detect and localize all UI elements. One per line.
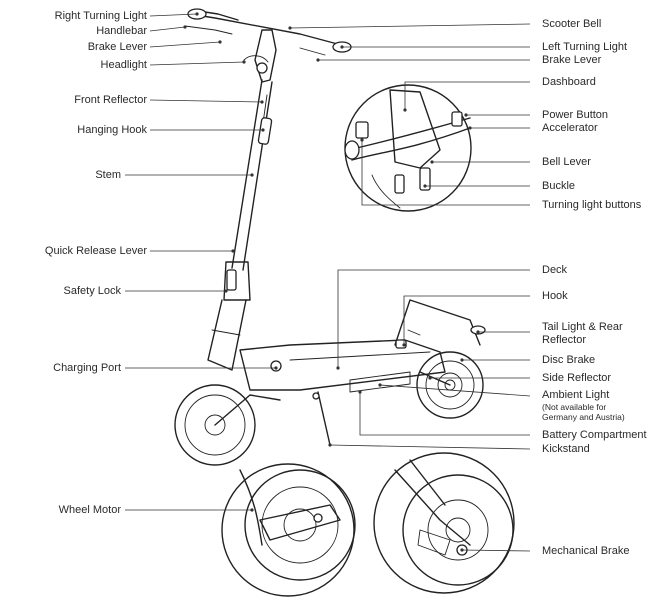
- brake-lever-left-label: Brake Lever: [87, 41, 147, 53]
- turning-light-buttons-label: Turning light buttons: [542, 199, 642, 211]
- disc-brake-label: Disc Brake: [542, 354, 596, 366]
- mechanical-brake-detail-circle: [373, 452, 515, 594]
- buckle-label: Buckle: [542, 180, 576, 192]
- right-turning-light-label: Right Turning Light: [54, 10, 147, 22]
- quick-release-lever-label: Quick Release Lever: [44, 245, 147, 257]
- stem-label: Stem: [95, 169, 121, 181]
- tail-light-label-line1: Tail Light & Rear: [542, 321, 623, 333]
- leader-lines-left: [125, 12, 278, 512]
- handlebar-label: Handlebar: [96, 25, 147, 37]
- wheel-motor-label: Wheel Motor: [58, 504, 121, 516]
- ambient-light-label: Ambient Light: [542, 389, 610, 401]
- hanging-hook-label: Hanging Hook: [77, 124, 147, 136]
- safety-lock-label: Safety Lock: [63, 285, 121, 297]
- brake-lever-right-label: Brake Lever: [542, 54, 602, 66]
- battery-compartment-label: Battery Compartment: [542, 429, 647, 441]
- leader-lines-right: [288, 23, 531, 552]
- ambient-light-note-line2: Germany and Austria): [542, 412, 625, 422]
- dashboard-detail-circle: [344, 84, 472, 212]
- dashboard-label: Dashboard: [542, 76, 596, 88]
- scooter-illustration: [174, 8, 486, 466]
- accelerator-label: Accelerator: [542, 122, 598, 134]
- tail-light-label-line2: Reflector: [542, 334, 587, 346]
- deck-label: Deck: [542, 264, 568, 276]
- kickstand-label: Kickstand: [542, 443, 590, 455]
- left-turning-light-label: Left Turning Light: [542, 41, 628, 53]
- wheel-motor-detail-circle: [221, 463, 356, 597]
- hook-label: Hook: [542, 290, 568, 302]
- ambient-light-note-line1: (Not available for: [542, 402, 607, 412]
- side-reflector-label: Side Reflector: [542, 372, 612, 384]
- headlight-label: Headlight: [100, 59, 147, 71]
- charging-port-label: Charging Port: [53, 362, 121, 374]
- power-button-label: Power Button: [542, 109, 609, 121]
- mechanical-brake-label: Mechanical Brake: [542, 545, 630, 557]
- bell-lever-label: Bell Lever: [542, 156, 591, 168]
- front-reflector-label: Front Reflector: [74, 94, 147, 106]
- scooter-bell-label: Scooter Bell: [542, 18, 602, 30]
